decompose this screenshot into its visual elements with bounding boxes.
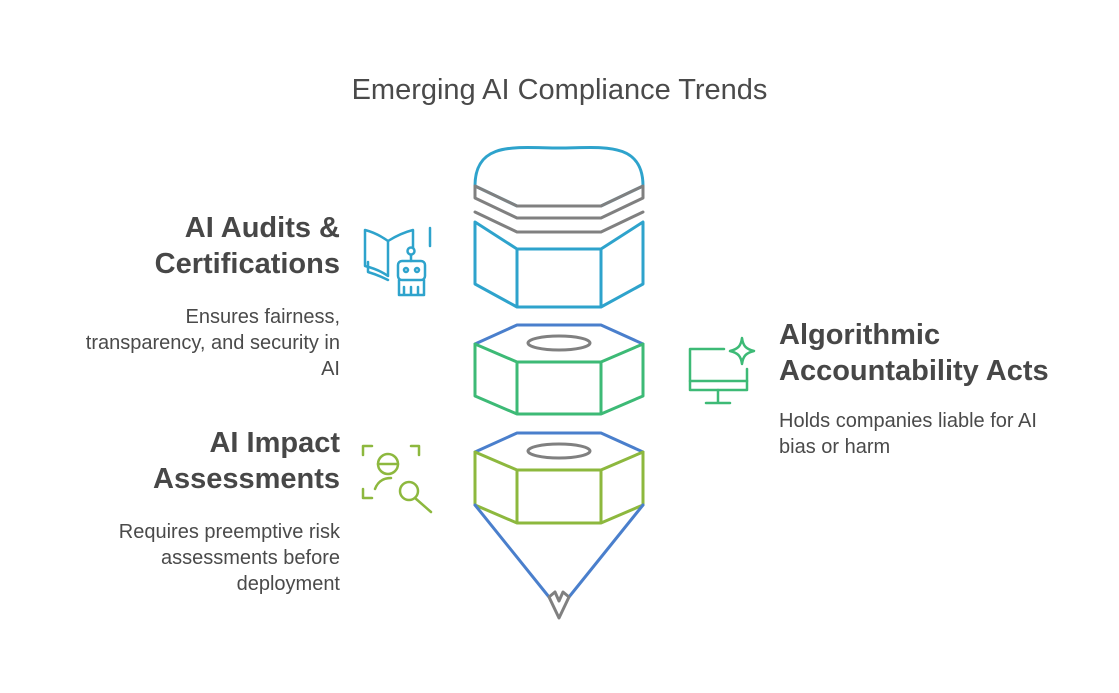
item-description-audits-line1: Ensures fairness, — [185, 306, 340, 328]
face-scan-search-icon — [361, 444, 433, 514]
monitor-sparkle-icon — [688, 336, 756, 405]
item-heading-impact: AI Impact Assessments — [153, 425, 340, 497]
diagram-title: Emerging AI Compliance Trends — [351, 74, 768, 106]
item-heading-accountability: Algorithmic Accountability Acts — [779, 317, 1049, 389]
item-heading-accountability-line1: Algorithmic — [779, 319, 941, 351]
item-heading-audits-line1: AI Audits & — [184, 212, 340, 244]
book-robot-icon — [363, 226, 432, 297]
item-heading-impact-line2: Assessments — [153, 463, 340, 495]
item-heading-impact-line1: AI Impact — [209, 427, 340, 459]
item-description-accountability-line1: Holds companies liable for AI — [779, 410, 1037, 432]
middle-hex-body — [473, 342, 645, 416]
pencil-cone — [473, 503, 645, 599]
bottom-hex-top — [473, 431, 645, 454]
middle-hex-top — [473, 323, 645, 346]
item-description-accountability-line2: bias or harm — [779, 436, 891, 458]
item-description-accountability: Holds companies liable for AI bias or ha… — [779, 408, 1037, 460]
item-description-impact-line1: Requires preemptive risk — [118, 521, 340, 543]
pencil-body-top — [473, 220, 645, 309]
item-description-impact: Requires preemptive risk assessments bef… — [119, 519, 340, 597]
item-description-impact-line2: assessments before — [161, 547, 340, 569]
item-description-audits: Ensures fairness, transparency, and secu… — [86, 304, 340, 382]
pencil-middle-segment — [473, 323, 645, 416]
item-description-audits-line2: transparency, and security in — [85, 332, 340, 354]
pencil-tip — [473, 503, 645, 620]
pencil-bottom-segment — [473, 431, 645, 525]
pencil-eraser-segment — [473, 145, 645, 309]
ferrule-band-2 — [473, 210, 645, 234]
pencil-lead — [547, 590, 571, 620]
item-heading-accountability-line2: Accountability Acts — [779, 355, 1049, 387]
middle-hex-hole — [526, 334, 592, 352]
item-heading-audits-line2: Certifications — [154, 248, 340, 280]
item-heading-audits: AI Audits & Certifications — [155, 210, 340, 282]
item-description-audits-line3: AI — [321, 358, 340, 380]
eraser-dome — [473, 145, 645, 208]
bottom-hex-hole — [526, 442, 592, 460]
item-description-impact-line3: deployment — [236, 573, 340, 595]
bottom-hex-body — [473, 450, 645, 525]
ferrule-band-1 — [473, 184, 645, 220]
